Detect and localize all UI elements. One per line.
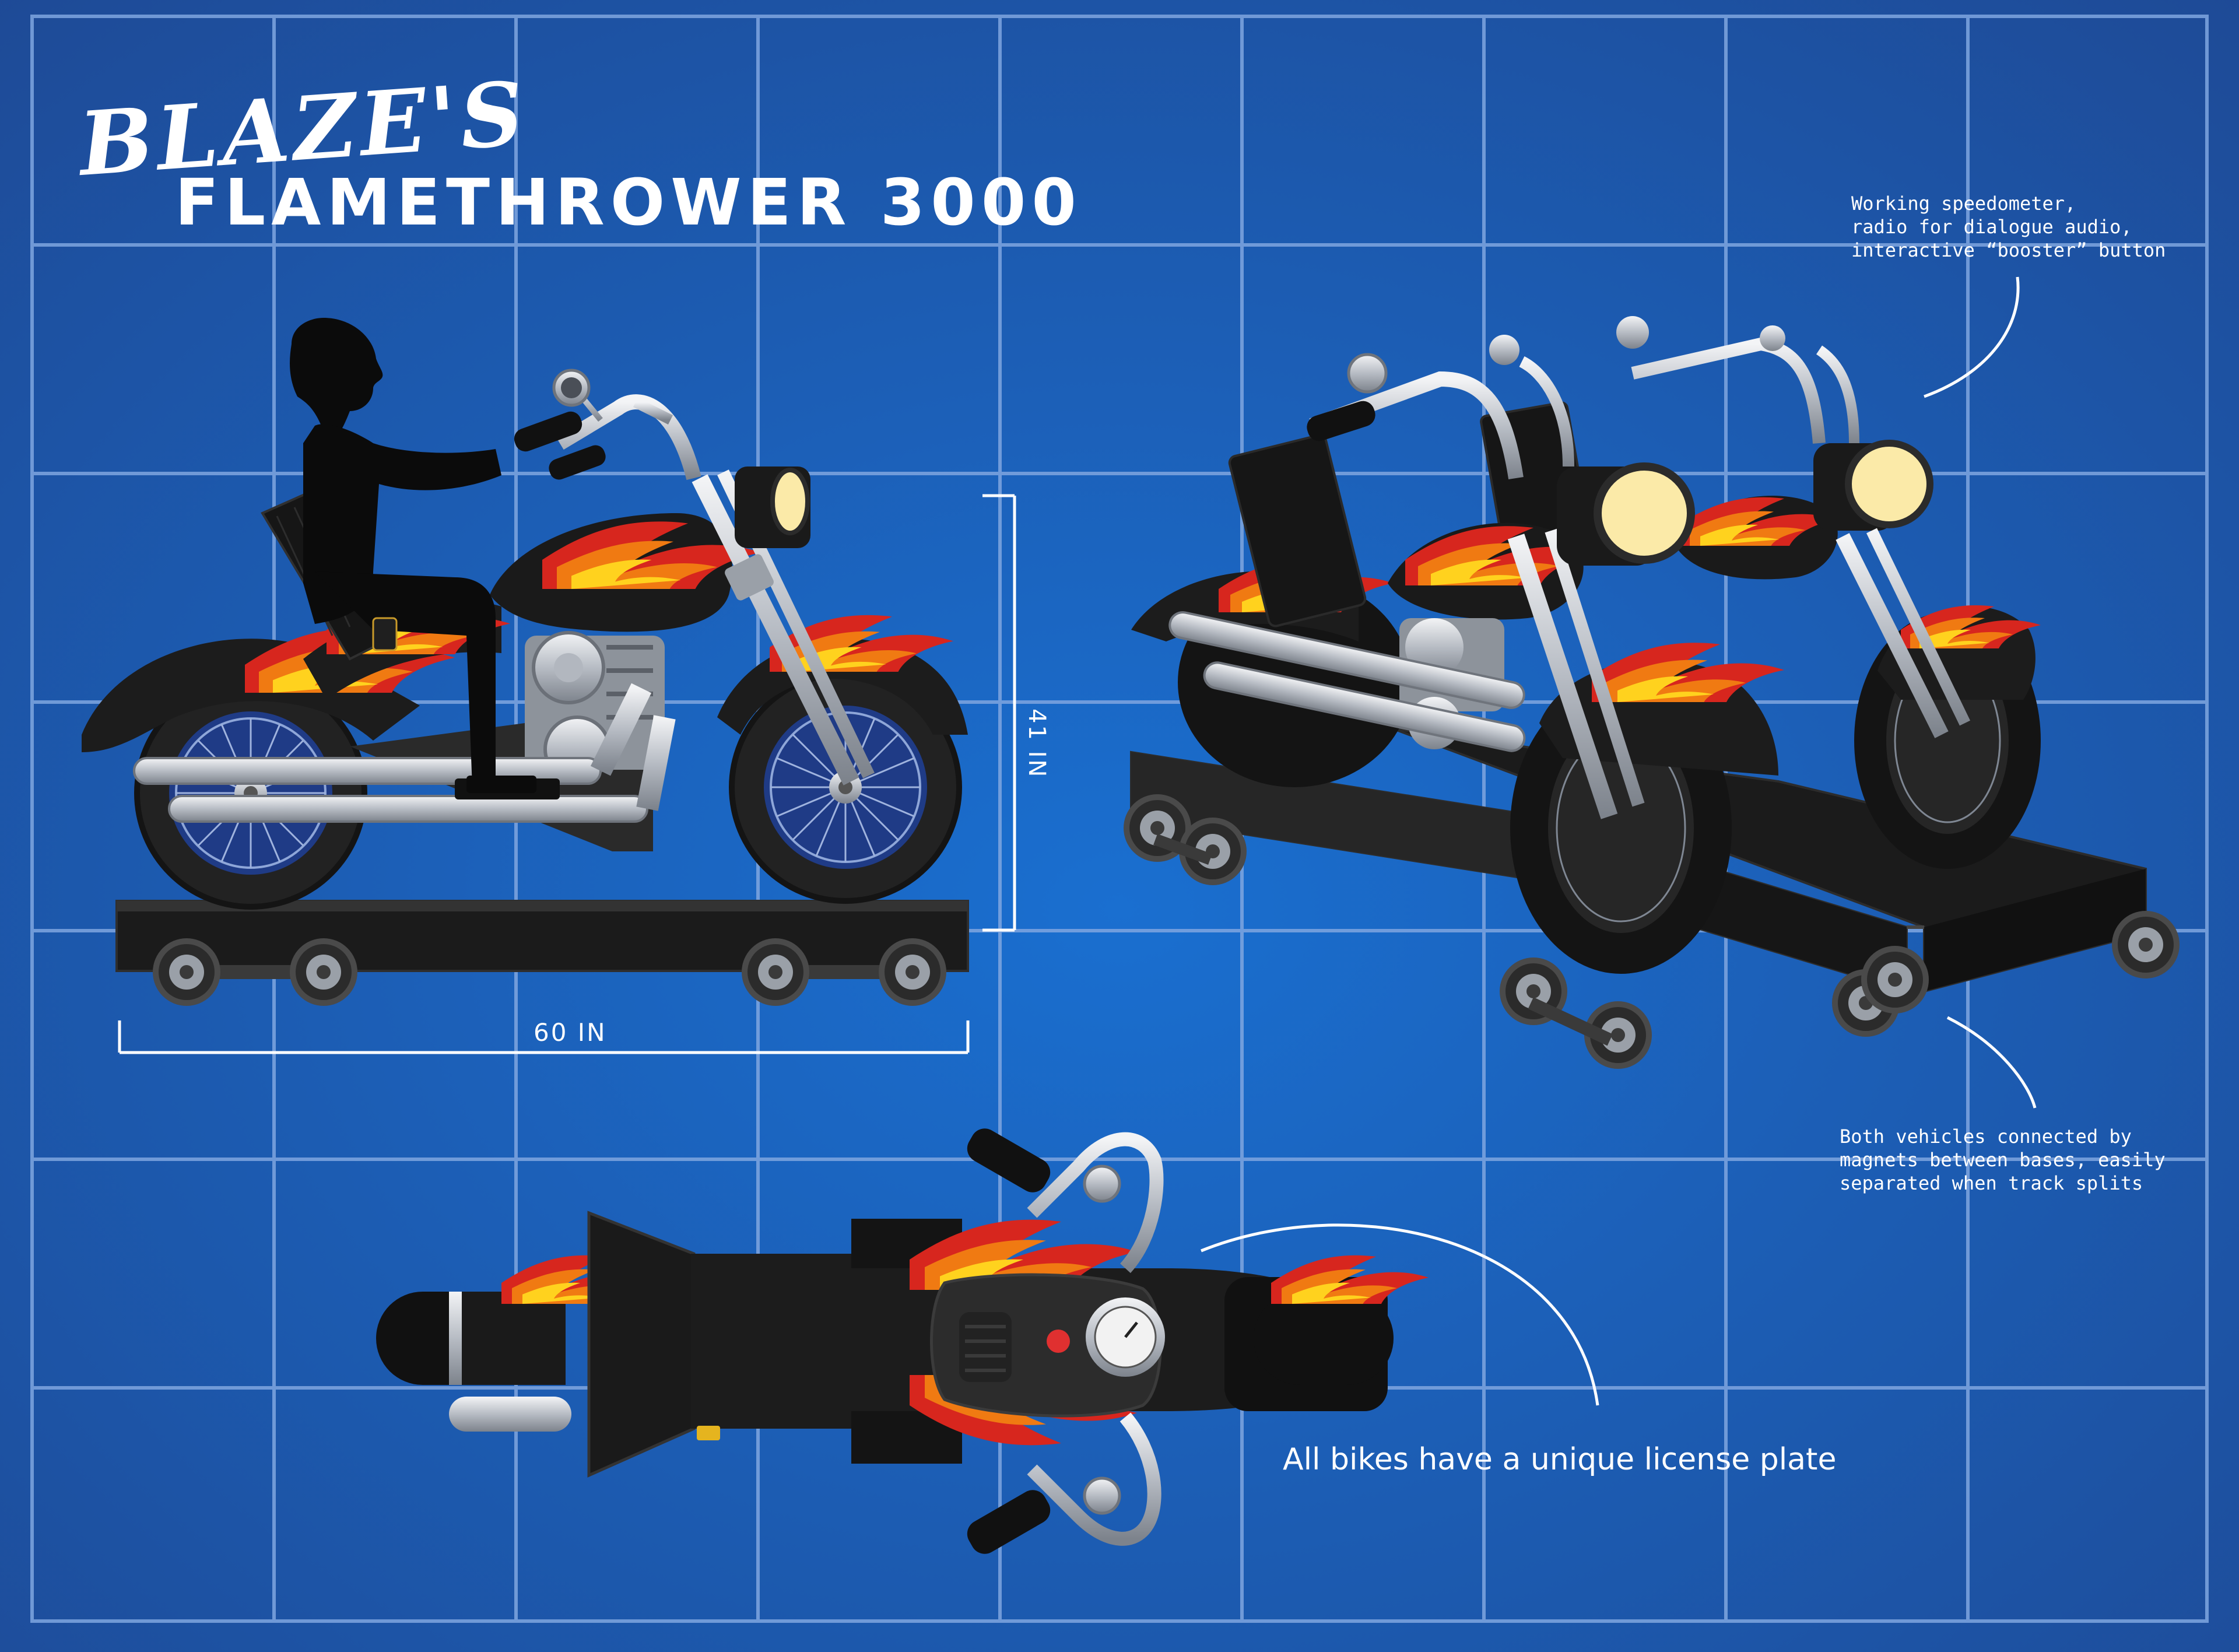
perspective-bike-rear — [1480, 316, 2041, 869]
height-dimension-line — [982, 494, 1016, 932]
note-dashboard: Working speedometer, radio for dialogue … — [1851, 192, 2166, 398]
speedometer-icon — [1086, 1297, 1165, 1377]
arrow-dashboard — [1924, 276, 2020, 398]
ride-base — [115, 900, 969, 972]
title-main: FLAMETHROWER 3000 — [175, 165, 1082, 240]
rail-wheel-assembly-rear — [153, 938, 357, 1006]
note-dashboard-line-1: Working speedometer, — [1851, 192, 2076, 215]
headlight — [735, 467, 810, 548]
note-plate-text: All bikes have a unique license plate — [1283, 1442, 1836, 1477]
arrow-plate — [1201, 1223, 1599, 1406]
note-magnets-line-3: separated when track splits — [1840, 1172, 2143, 1194]
perspective-rail-wheels — [1124, 794, 2180, 1069]
top-backrest — [587, 1211, 696, 1478]
title-block: BLAZE'S FLAMETHROWER 3000 — [73, 62, 1082, 240]
note-magnets: Both vehicles connected by magnets betwe… — [1840, 1016, 2166, 1194]
note-dashboard-line-2: radio for dialogue audio, — [1851, 216, 2132, 238]
height-dimension-label: 41 IN — [1023, 708, 1050, 778]
booster-button-icon — [1047, 1330, 1070, 1353]
note-dashboard-line-3: interactive “booster” button — [1851, 239, 2166, 261]
length-dimension-line — [118, 1020, 970, 1054]
handlebars — [514, 369, 701, 480]
arrow-magnets — [1946, 1016, 2037, 1109]
perspective-bike-front — [1131, 335, 1784, 974]
dashboard-console — [930, 1273, 1165, 1418]
twin-motorcycles-perspective — [1124, 316, 2180, 1069]
note-magnets-line-1: Both vehicles connected by — [1840, 1125, 2132, 1148]
note-magnets-line-2: magnets between bases, easily — [1840, 1149, 2166, 1171]
license-plate-marker — [697, 1426, 720, 1440]
motorcycle-top-view — [376, 1128, 1429, 1554]
top-seat — [691, 1254, 854, 1429]
top-exhaust — [449, 1397, 571, 1432]
rider-silhouette — [290, 318, 536, 793]
length-dimension-label: 60 IN — [534, 1018, 607, 1047]
top-handlebars — [967, 1128, 1164, 1554]
rail-wheel-assembly-front — [742, 938, 946, 1006]
motorcycle-side-view: 41 IN 60 IN — [82, 318, 1050, 1054]
note-plate: All bikes have a unique license plate — [1201, 1223, 1836, 1477]
